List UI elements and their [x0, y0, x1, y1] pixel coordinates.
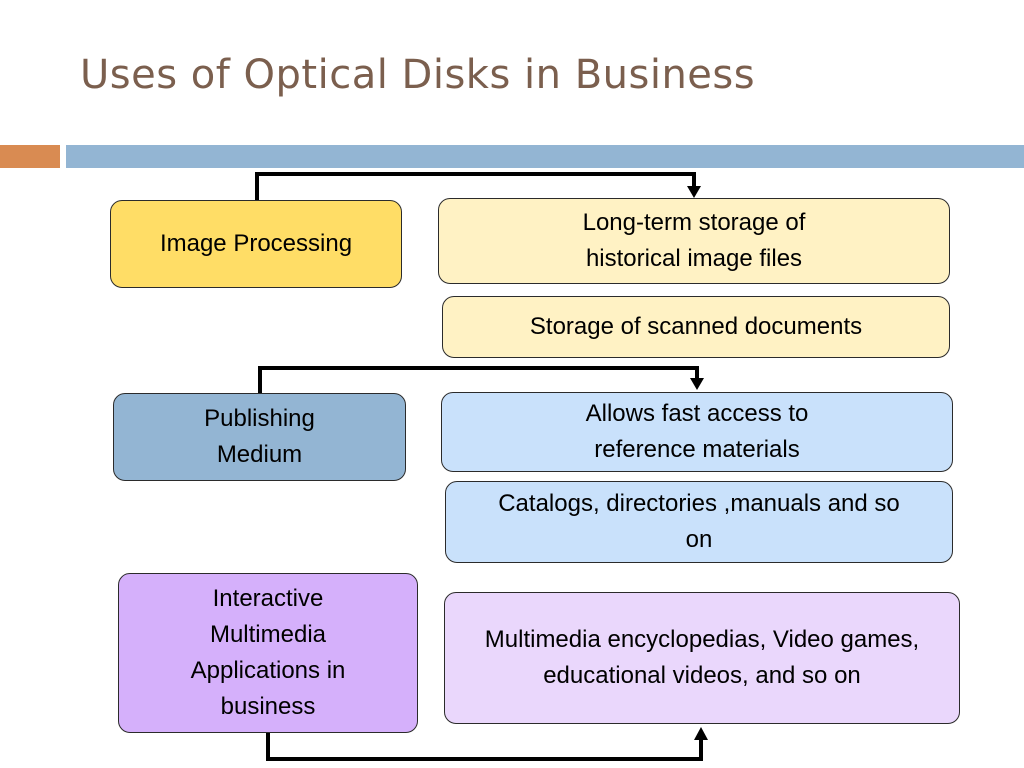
connector-publishing	[258, 366, 699, 393]
arrowhead-image-processing	[687, 186, 701, 198]
category-publishing-medium: Publishing Medium	[113, 393, 406, 481]
connector-multimedia	[266, 733, 703, 761]
arrowhead-multimedia	[694, 727, 708, 740]
arrowhead-publishing	[690, 378, 704, 390]
detail-catalogs-directories: Catalogs, directories ,manuals and so on	[445, 481, 953, 563]
connector-image-processing	[255, 172, 696, 200]
title-accent-bar-orange	[0, 145, 60, 168]
title-accent-bar-blue	[66, 145, 1024, 168]
category-interactive-multimedia: Interactive Multimedia Applications in b…	[118, 573, 418, 733]
detail-multimedia-examples: Multimedia encyclopedias, Video games, e…	[444, 592, 960, 724]
detail-scanned-documents: Storage of scanned documents	[442, 296, 950, 358]
detail-reference-materials: Allows fast access to reference material…	[441, 392, 953, 472]
category-image-processing: Image Processing	[110, 200, 402, 288]
page-title: Uses of Optical Disks in Business	[80, 52, 756, 98]
detail-historical-image-storage: Long-term storage of historical image fi…	[438, 198, 950, 284]
